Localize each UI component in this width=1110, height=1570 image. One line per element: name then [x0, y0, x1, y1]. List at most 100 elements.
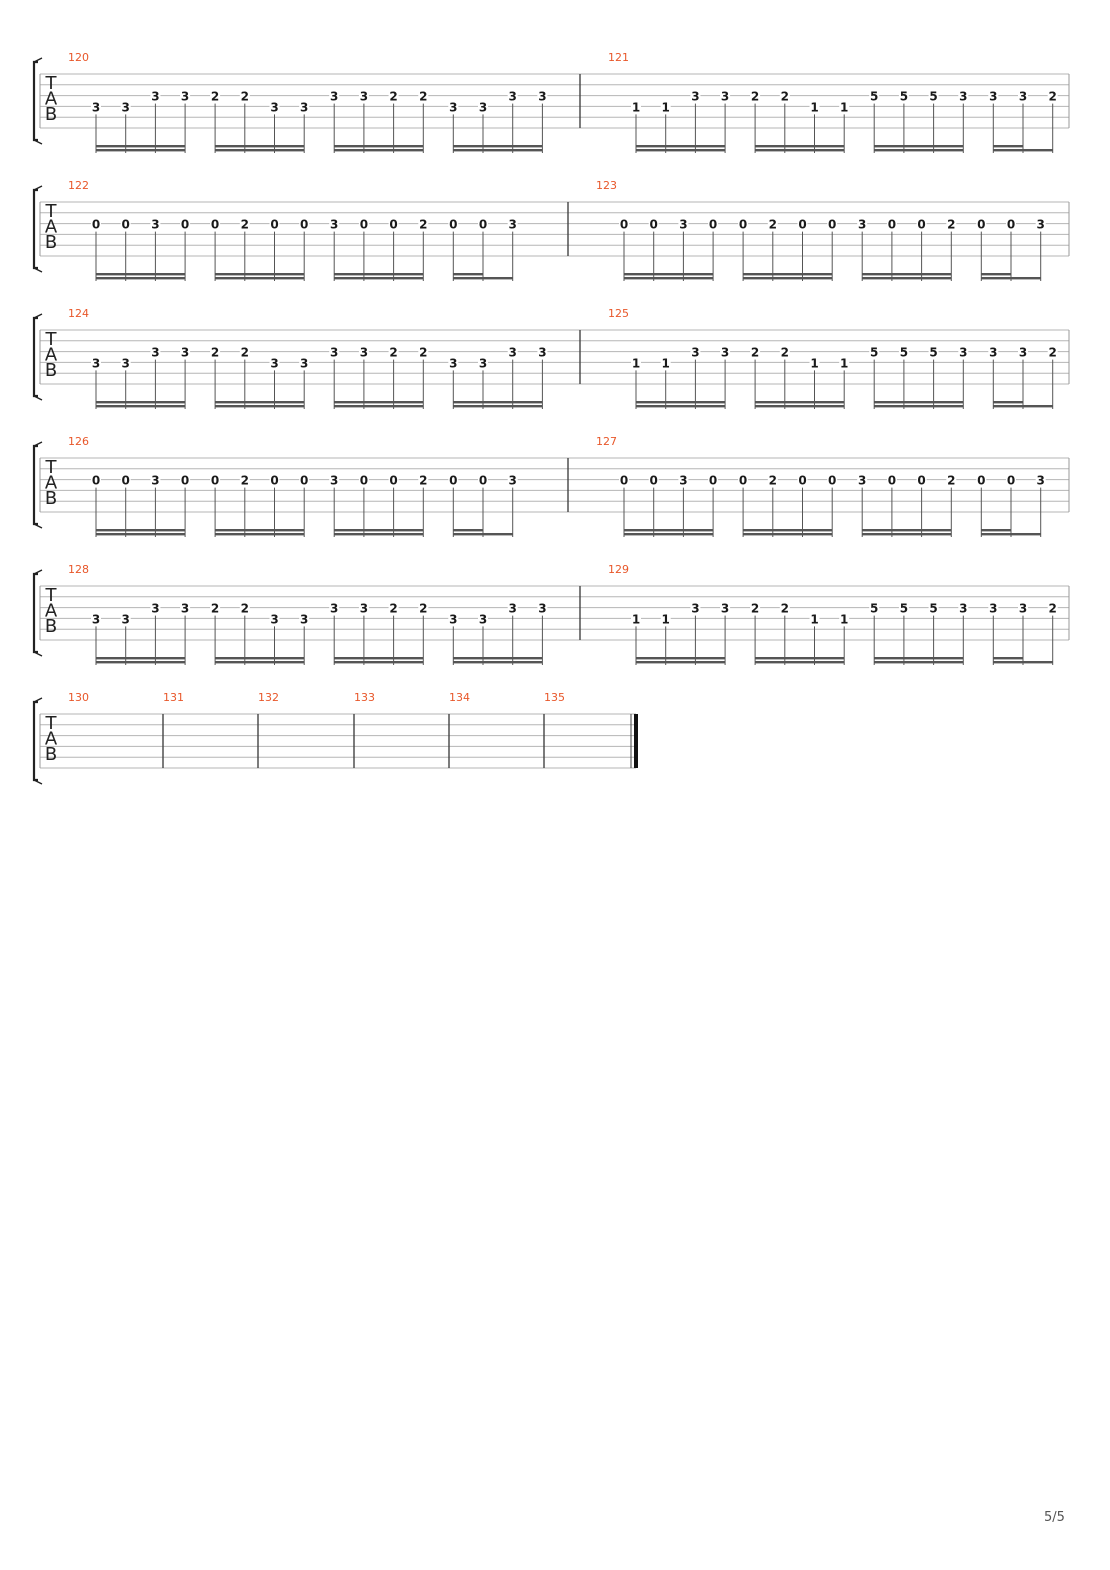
fret-number: 0 [122, 474, 130, 488]
note-mask [329, 91, 340, 102]
fret-number: 3 [270, 612, 278, 626]
fret-number: 0 [620, 474, 628, 488]
note-mask [660, 102, 671, 113]
note-mask [329, 603, 340, 614]
measure-number: 134 [449, 691, 470, 704]
note-mask [797, 475, 808, 486]
fret-number: 3 [270, 100, 278, 114]
beam-secondary [636, 405, 726, 408]
beam-primary [743, 273, 833, 276]
note-mask [478, 475, 488, 486]
note-mask [857, 475, 868, 486]
bracket-hook [33, 57, 43, 145]
note-mask [708, 475, 719, 486]
note-mask [239, 475, 250, 486]
fret-number: 2 [419, 602, 427, 616]
fret-number: 1 [662, 612, 670, 626]
tab-clef-letter: T [45, 713, 58, 734]
measure-number: 135 [544, 691, 565, 704]
fret-number: 0 [211, 474, 219, 488]
beam-secondary [334, 661, 424, 664]
fret-number: 5 [900, 602, 908, 616]
note-mask [928, 347, 939, 358]
note-mask [678, 219, 689, 230]
tab-clef-letter: A [45, 345, 58, 366]
note-mask [448, 102, 459, 113]
fret-number: 0 [709, 474, 717, 488]
fret-number: 0 [360, 218, 368, 232]
tab-clef-letter: T [45, 585, 58, 606]
beam-secondary [624, 533, 714, 536]
fret-number: 3 [679, 218, 687, 232]
fret-number: 1 [632, 612, 640, 626]
fret-number: 2 [781, 602, 789, 616]
fret-number: 2 [1049, 602, 1057, 616]
beam-secondary [215, 533, 305, 536]
beam-primary [334, 145, 424, 148]
fret-number: 3 [1019, 346, 1027, 360]
fret-number: 2 [241, 90, 249, 104]
fret-number: 3 [449, 100, 457, 114]
beam-primary [636, 145, 726, 148]
beam-secondary [874, 405, 964, 408]
note-mask [946, 219, 957, 230]
note-mask [869, 347, 880, 358]
tab-clef-letter: B [45, 488, 57, 509]
fret-number: 0 [300, 474, 308, 488]
note-mask [299, 614, 310, 625]
fret-number: 0 [709, 218, 717, 232]
tab-clef-letter: A [45, 601, 58, 622]
fret-number: 2 [241, 602, 249, 616]
fret-number: 0 [92, 218, 100, 232]
note-mask [809, 358, 820, 369]
note-mask [150, 91, 161, 102]
note-mask [1018, 603, 1028, 614]
note-mask [720, 347, 731, 358]
fret-number: 0 [449, 218, 457, 232]
fret-number: 0 [977, 474, 985, 488]
note-mask [120, 475, 131, 486]
note-mask [448, 475, 459, 486]
note-mask [738, 475, 749, 486]
tab-clef-letter: T [45, 201, 58, 222]
fret-number: 3 [479, 612, 487, 626]
fret-number: 1 [662, 356, 670, 370]
beam-primary [993, 661, 1053, 664]
beam-secondary [215, 405, 305, 408]
note-mask [329, 347, 340, 358]
fret-number: 3 [509, 602, 517, 616]
tab-clef-letter: B [45, 360, 57, 381]
note-mask [1018, 347, 1028, 358]
note-mask [239, 91, 250, 102]
note-mask [537, 347, 548, 358]
note-mask [898, 603, 909, 614]
note-mask [958, 347, 969, 358]
note-mask [1006, 475, 1016, 486]
measure-number: 128 [68, 563, 89, 576]
fret-number: 2 [419, 474, 427, 488]
note-mask [91, 475, 101, 486]
fret-number: 3 [151, 90, 159, 104]
fret-number: 3 [538, 90, 546, 104]
fret-number: 0 [92, 474, 100, 488]
note-mask [631, 614, 641, 625]
note-mask [478, 358, 488, 369]
note-mask [916, 475, 927, 486]
fret-number: 2 [947, 218, 955, 232]
note-mask [678, 475, 689, 486]
note-mask [418, 475, 429, 486]
fret-number: 5 [870, 602, 878, 616]
beam-primary [215, 273, 305, 276]
fret-number: 0 [270, 474, 278, 488]
beam-secondary [755, 405, 845, 408]
fret-number: 0 [828, 474, 836, 488]
tab-clef-letter: B [45, 744, 57, 765]
beam-secondary [453, 661, 543, 664]
fret-number: 2 [781, 346, 789, 360]
beam-secondary [334, 149, 424, 152]
note-mask [809, 102, 820, 113]
system-bracket [32, 572, 38, 654]
